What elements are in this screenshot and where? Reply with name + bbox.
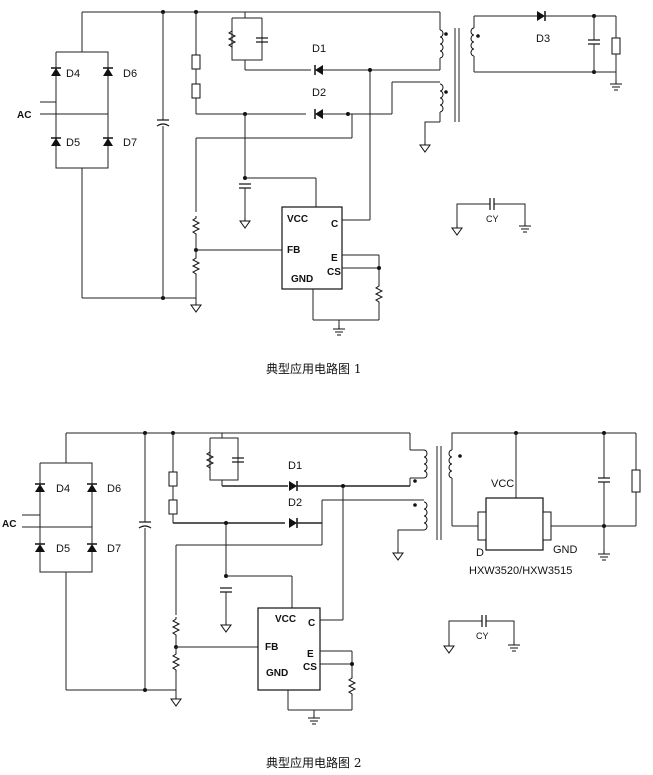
ic-ground-1 bbox=[332, 324, 346, 336]
aux-ground-2 bbox=[392, 549, 404, 561]
diode-d3-symbol bbox=[536, 10, 546, 22]
diagram-2: AC D4 D6 D5 D7 D1 bbox=[2, 431, 641, 770]
d2-label-2: D2 bbox=[288, 497, 302, 509]
d5-label-1: D5 bbox=[66, 137, 80, 149]
d3-label-1: D3 bbox=[536, 33, 550, 45]
diode-d4-symbol-2 bbox=[34, 483, 46, 493]
diode-d5-symbol bbox=[50, 137, 62, 147]
diode-d2-symbol bbox=[314, 108, 324, 120]
diode-d2-symbol-2 bbox=[288, 517, 298, 529]
fb-resistor-upper-2 bbox=[172, 616, 180, 638]
d1-label-1: D1 bbox=[312, 43, 326, 55]
cy-label-1: CY bbox=[486, 214, 499, 224]
ac-label-1: AC bbox=[17, 110, 31, 121]
ic1-fb-pin: FB bbox=[287, 245, 300, 256]
vcc-ground-2 bbox=[220, 621, 232, 633]
cy-capacitor-2: CY bbox=[443, 614, 521, 654]
fb-resistor-upper-1 bbox=[192, 215, 200, 237]
secondary-d-label: D bbox=[476, 547, 484, 559]
secondary-vcc-label: VCC bbox=[491, 478, 514, 490]
controller-ic-1: VCC C FB E CS GND bbox=[281, 206, 343, 290]
ic2-cs-pin: CS bbox=[303, 662, 317, 673]
load-resistor-2 bbox=[631, 469, 641, 493]
ic1-gnd-pin: GND bbox=[291, 274, 313, 285]
bridge-rectifier-1: AC D4 D6 D5 D7 bbox=[17, 51, 137, 169]
output-capacitor-2 bbox=[597, 477, 611, 483]
bulk-capacitor-1 bbox=[156, 119, 170, 127]
primary-winding-2 bbox=[423, 449, 428, 479]
d7-label-1: D7 bbox=[123, 137, 137, 149]
ic2-fb-pin: FB bbox=[265, 642, 278, 653]
diode-d1-symbol bbox=[314, 64, 324, 76]
ic2-c-pin: C bbox=[308, 618, 315, 629]
ic2-vcc-pin: VCC bbox=[275, 614, 296, 625]
startup-resistor-2a bbox=[168, 471, 178, 487]
sense-resistor-2 bbox=[348, 675, 356, 697]
secondary-winding-2 bbox=[448, 449, 453, 479]
output-ground-1 bbox=[609, 79, 623, 91]
secondary-part-number: HXW3520/HXW3515 bbox=[469, 565, 572, 577]
ic1-vcc-pin: VCC bbox=[287, 214, 308, 225]
auxiliary-winding-1 bbox=[439, 83, 444, 113]
caption-2: 典型应用电路图 2 bbox=[266, 755, 361, 770]
ic1-e-pin: E bbox=[331, 253, 338, 264]
load-resistor-1 bbox=[611, 37, 621, 55]
fb-ground-1 bbox=[190, 301, 202, 313]
controller-ic-2: VCC C FB E CS GND bbox=[257, 607, 321, 691]
d6-label-1: D6 bbox=[123, 68, 137, 80]
bulk-capacitor-2 bbox=[138, 521, 152, 529]
d7-label-2: D7 bbox=[107, 543, 121, 555]
aux-ground-1 bbox=[419, 141, 431, 153]
caption-1: 典型应用电路图 1 bbox=[266, 361, 361, 376]
startup-resistor-2b bbox=[168, 499, 178, 515]
d6-label-2: D6 bbox=[107, 483, 121, 495]
cy-label-2: CY bbox=[476, 631, 489, 641]
d2-label-1: D2 bbox=[312, 87, 326, 99]
secondary-winding-1 bbox=[470, 27, 475, 57]
diode-d7-symbol bbox=[102, 137, 114, 147]
ic-ground-2 bbox=[307, 713, 321, 725]
d5-label-2: D5 bbox=[56, 543, 70, 555]
diode-d1-symbol-2 bbox=[288, 480, 298, 492]
d1-label-2: D1 bbox=[288, 460, 302, 472]
diode-d5-symbol-2 bbox=[34, 543, 46, 553]
vcc-ground-1 bbox=[239, 217, 251, 229]
secondary-ic-2: VCC D GND HXW3520/HXW3515 bbox=[469, 478, 578, 577]
diagram-1: AC D4 D6 D5 D7 bbox=[17, 10, 623, 376]
sense-resistor-1 bbox=[375, 283, 383, 305]
d4-label-2: D4 bbox=[56, 483, 70, 495]
output-capacitor-1 bbox=[587, 39, 601, 45]
ac-label-2: AC bbox=[2, 519, 16, 530]
diode-d7-symbol-2 bbox=[86, 543, 98, 553]
startup-resistor-1b bbox=[191, 83, 201, 99]
primary-winding-1 bbox=[439, 29, 444, 59]
fb-resistor-lower-1 bbox=[192, 255, 200, 277]
ic1-c-pin: C bbox=[331, 219, 338, 230]
startup-resistor-1a bbox=[191, 54, 201, 70]
secondary-gnd-label: GND bbox=[553, 544, 578, 556]
fb-ground-2 bbox=[170, 695, 182, 707]
vcc-capacitor-2 bbox=[219, 587, 233, 593]
output-ground-2 bbox=[597, 549, 611, 561]
ic2-e-pin: E bbox=[307, 649, 314, 660]
cy-capacitor-1: CY bbox=[451, 197, 532, 236]
auxiliary-winding-2 bbox=[423, 501, 428, 531]
fb-resistor-lower-2 bbox=[172, 651, 180, 673]
diode-d6-symbol-2 bbox=[86, 483, 98, 493]
diode-d6-symbol bbox=[102, 67, 114, 77]
diode-d4-symbol bbox=[50, 67, 62, 77]
bridge-rectifier-2: AC D4 D6 D5 D7 bbox=[2, 462, 121, 573]
vcc-capacitor-1 bbox=[238, 183, 252, 189]
ic2-gnd-pin: GND bbox=[266, 668, 288, 679]
ic1-cs-pin: CS bbox=[327, 267, 341, 278]
d4-label-1: D4 bbox=[66, 68, 80, 80]
